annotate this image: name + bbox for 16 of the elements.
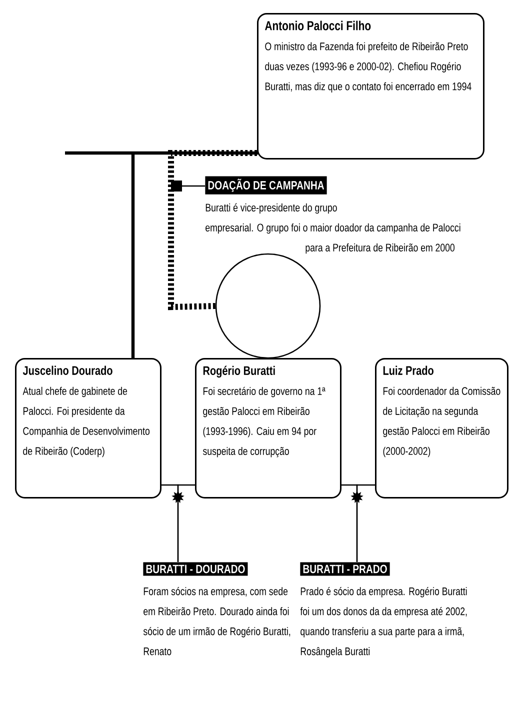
profile-box: Luiz Prado Foi coordenador da Comissão de Licitação na segunda gestão Palocci em Ribeirão (2000-2002) (375, 358, 508, 498)
connector-line (168, 150, 257, 310)
node-label: Foram sócios na empresa, com sede em Ribeirão Preto. Dourado ainda foi sócio de um irmão de Rogério Buratti, Renato (143, 586, 290, 656)
callout: BURATTI - DOURADO Foram sócios na empresa, com sede em Ribeirão Preto. Dourado ainda foi sócio de um irmão de Rogério Buratti, Renato (143, 562, 290, 656)
node-label: Prado é sócio da empresa. Rogério Buratti foi um dos donos da da empresa até 2002, quando transferiu a sua parte para a irmã, Rosângela Buratti (300, 586, 467, 658)
profile-box: Antonio Palocci Filho O ministro da Fazenda foi prefeito de Ribeirão Preto duas vezes (1993-96 e 2000-02). Chefiou Rogério Buratti, mas diz que o contato foi encerrado em 1994 (257, 13, 484, 160)
profile-box: Rogério Buratti Foi secretário de governo na 1ª gestão Palocci em Ribeirão (1993-1996). Caiu em 94 por suspeita de corrupção (195, 358, 342, 498)
profile-box: Juscelino Dourado Atual chefe de gabinete de Palocci. Foi presidente da Companhia de Desenvolvimento de Ribeirão (Coderp) (15, 358, 162, 498)
connector-line (356, 484, 375, 562)
callout: DOAÇÃO DE CAMPANHA Buratti é vice-presidente do grupo empresarial. O grupo foi o maior doador da campanha de Palocci para a Prefeitura de Ribeirão em 2000 (205, 176, 460, 254)
circle-outline (215, 253, 321, 359)
callout: BURATTI - PRADO Prado é sócio da empresa. Rogério Buratti foi um dos donos da da empresa até 2002, quando transferiu a sua parte para a irmã, Rosângela Buratti (300, 562, 467, 658)
leader-line (171, 180, 205, 192)
connector-line (177, 484, 195, 562)
connector-line (63, 151, 260, 360)
node-label: Buratti é vice-presidente do grupo empresarial. O grupo foi o maior doador da campanha de Palocci para a Prefeitura de Ribeirão em 2000 (206, 203, 460, 254)
